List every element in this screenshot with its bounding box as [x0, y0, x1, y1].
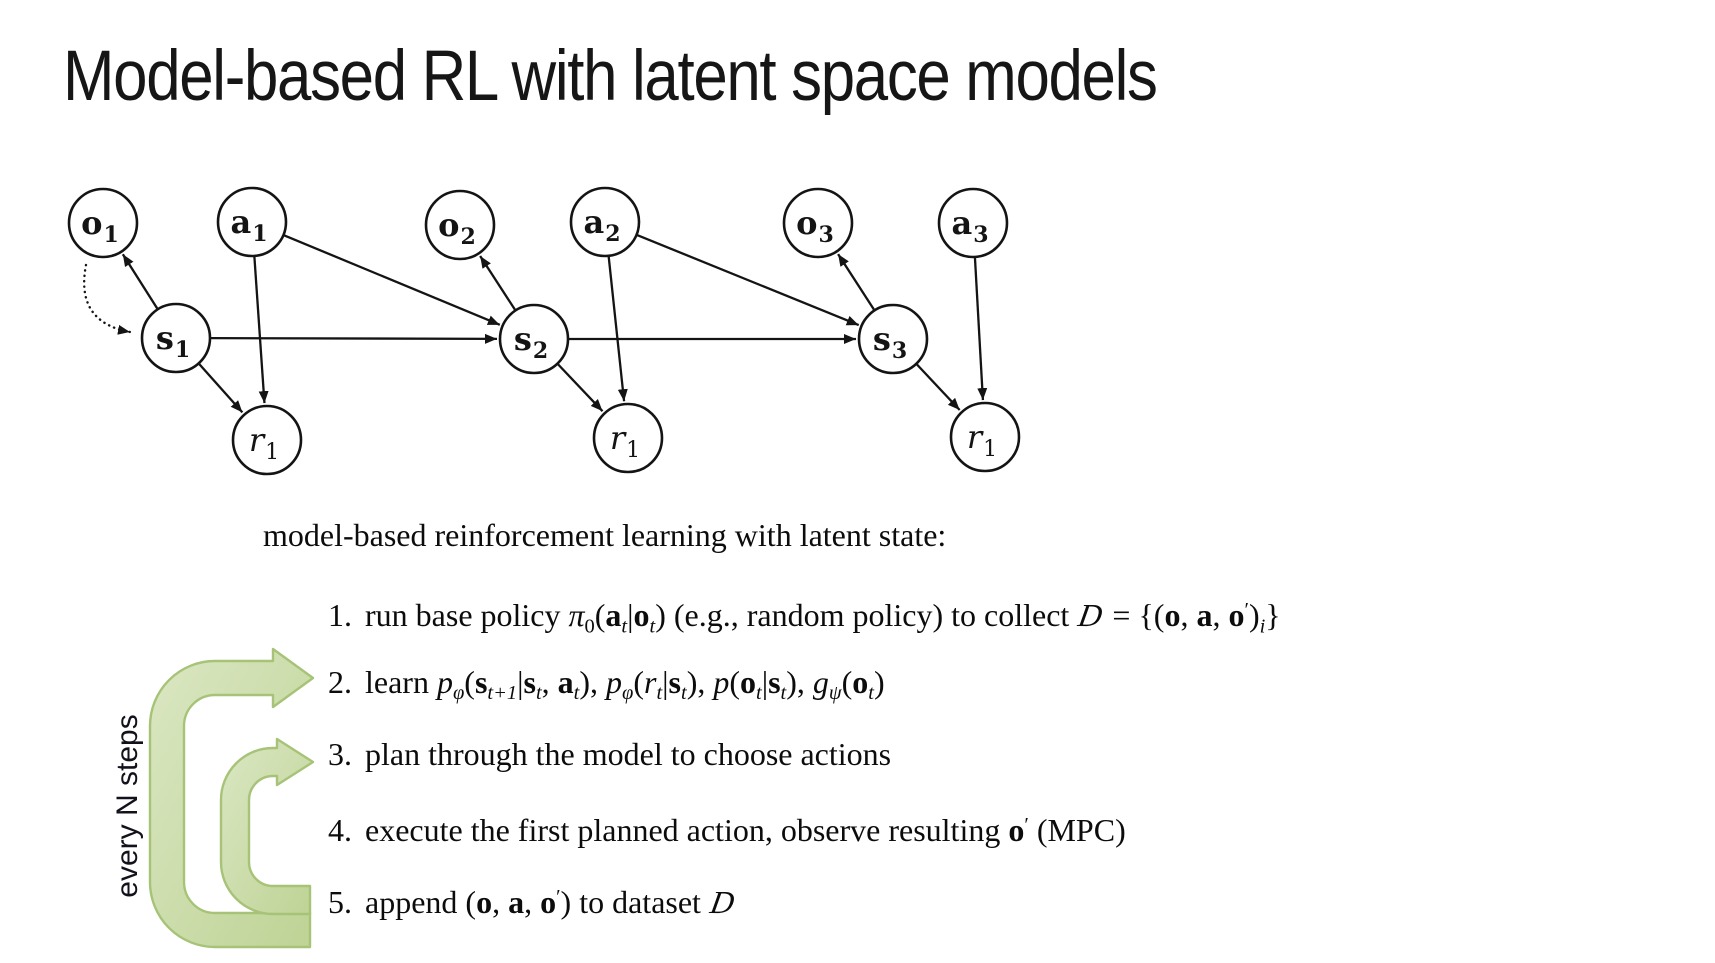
edge-a2-s3: [636, 234, 860, 327]
edge-s1-s2: [210, 333, 498, 344]
procedure-step-5: 5.append (o, a, o′) to dataset D: [328, 875, 737, 924]
svg-text:o3: o3: [796, 204, 834, 248]
svg-text:a3: a3: [951, 204, 988, 248]
loop-label: every N steps: [111, 714, 144, 898]
graph-node-o3: o3: [782, 187, 854, 259]
graph-node-s1: s1: [140, 302, 212, 374]
step-number: 1.: [328, 597, 352, 634]
procedure-step-4: 4.execute the first planned action, obse…: [328, 803, 1126, 852]
svg-text:a2: a2: [583, 203, 620, 247]
graph-node-o1: o1: [67, 187, 139, 259]
procedure-step-1: 1.run base policy π0(at|ot) (e.g., rando…: [328, 588, 1281, 648]
svg-text:s2: s2: [514, 320, 548, 364]
edge-s1-r1a: [198, 363, 244, 414]
edge-s3-r1c: [916, 363, 961, 411]
graph-node-a2: a2: [569, 186, 641, 258]
procedure-heading: model-based reinforcement learning with …: [263, 517, 947, 553]
step-number: 4.: [328, 812, 352, 849]
svg-text:o1: o1: [81, 204, 119, 248]
edge-s1-o1: [121, 253, 159, 310]
edge-a1-r1a: [253, 256, 269, 404]
procedure-step-3: 3.plan through the model to choose actio…: [328, 732, 891, 776]
svg-text:s1: s1: [156, 319, 190, 363]
graph-node-r1a: r1: [231, 404, 303, 476]
edge-s2-r1b: [557, 363, 604, 412]
slide-title: Model-based RL with latent space models: [63, 37, 1158, 116]
graph-node-o2: o2: [424, 189, 496, 261]
edge-a3-r1c: [973, 257, 988, 401]
edge-a1-s2: [283, 234, 501, 326]
svg-text:o2: o2: [438, 206, 476, 250]
svg-text:r1: r1: [249, 421, 279, 465]
graph-node-a3: a3: [937, 187, 1009, 259]
edge-s2-o2: [479, 255, 516, 311]
svg-text:r1: r1: [610, 419, 640, 463]
graph-node-r1c: r1: [949, 401, 1021, 473]
step-number: 2.: [328, 663, 352, 700]
graph-node-s3: s3: [857, 303, 929, 375]
step-number: 5.: [328, 884, 352, 921]
graph-node-s2: s2: [498, 303, 570, 375]
graph-node-a1: a1: [216, 186, 288, 258]
svg-text:a1: a1: [230, 203, 267, 247]
loop-arrow-inner-icon: [219, 737, 315, 916]
edge-a2-r1b: [607, 256, 628, 402]
step-number: 3.: [328, 735, 352, 772]
svg-text:r1: r1: [967, 418, 997, 462]
graph-node-r1b: r1: [592, 402, 664, 474]
edge-o1-s1-dotted: [82, 263, 132, 335]
svg-text:s3: s3: [873, 320, 907, 364]
procedure-step-2: 2.learn pφ(st+1|st, at), pφ(rt|st), p(ot…: [328, 660, 885, 715]
loop-arrow-outer-icon: [148, 647, 315, 949]
edge-s3-o3: [837, 253, 875, 311]
